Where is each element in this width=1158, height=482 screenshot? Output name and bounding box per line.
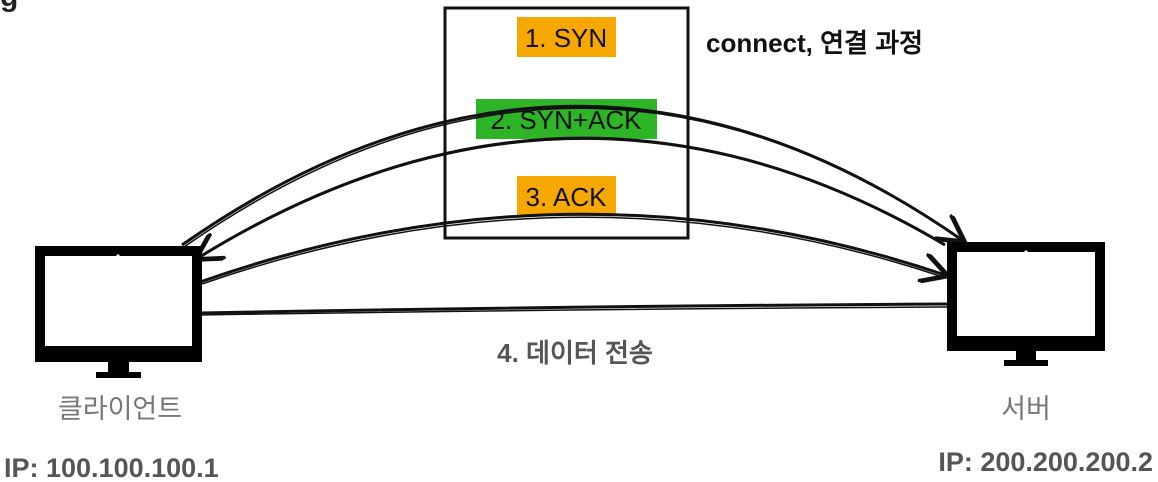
step-1-label: 1. SYN: [525, 23, 607, 53]
client-monitor-icon: [35, 246, 202, 378]
arrow-ack: [199, 212, 945, 285]
title-fragment: g: [0, 0, 18, 13]
line-data-transfer: [199, 302, 951, 316]
client-ip: IP: 100.100.100.1: [4, 453, 219, 482]
step-3-highlight: [517, 176, 616, 216]
arrow-syn: [181, 104, 962, 248]
server-name: 서버: [1001, 394, 1051, 424]
step-3-label: 3. ACK: [526, 182, 608, 212]
step-1-highlight: [517, 17, 616, 57]
arrow-syn-ack: [198, 136, 946, 258]
step-4-label: 4. 데이터 전송: [497, 338, 653, 368]
server-monitor-icon: [947, 242, 1105, 366]
connect-label: connect, 연결 과정: [706, 28, 923, 58]
step-2-label: 2. SYN+ACK: [490, 105, 642, 135]
client-name: 클라이언트: [58, 394, 182, 424]
server-ip: IP: 200.200.200.2: [938, 447, 1153, 477]
